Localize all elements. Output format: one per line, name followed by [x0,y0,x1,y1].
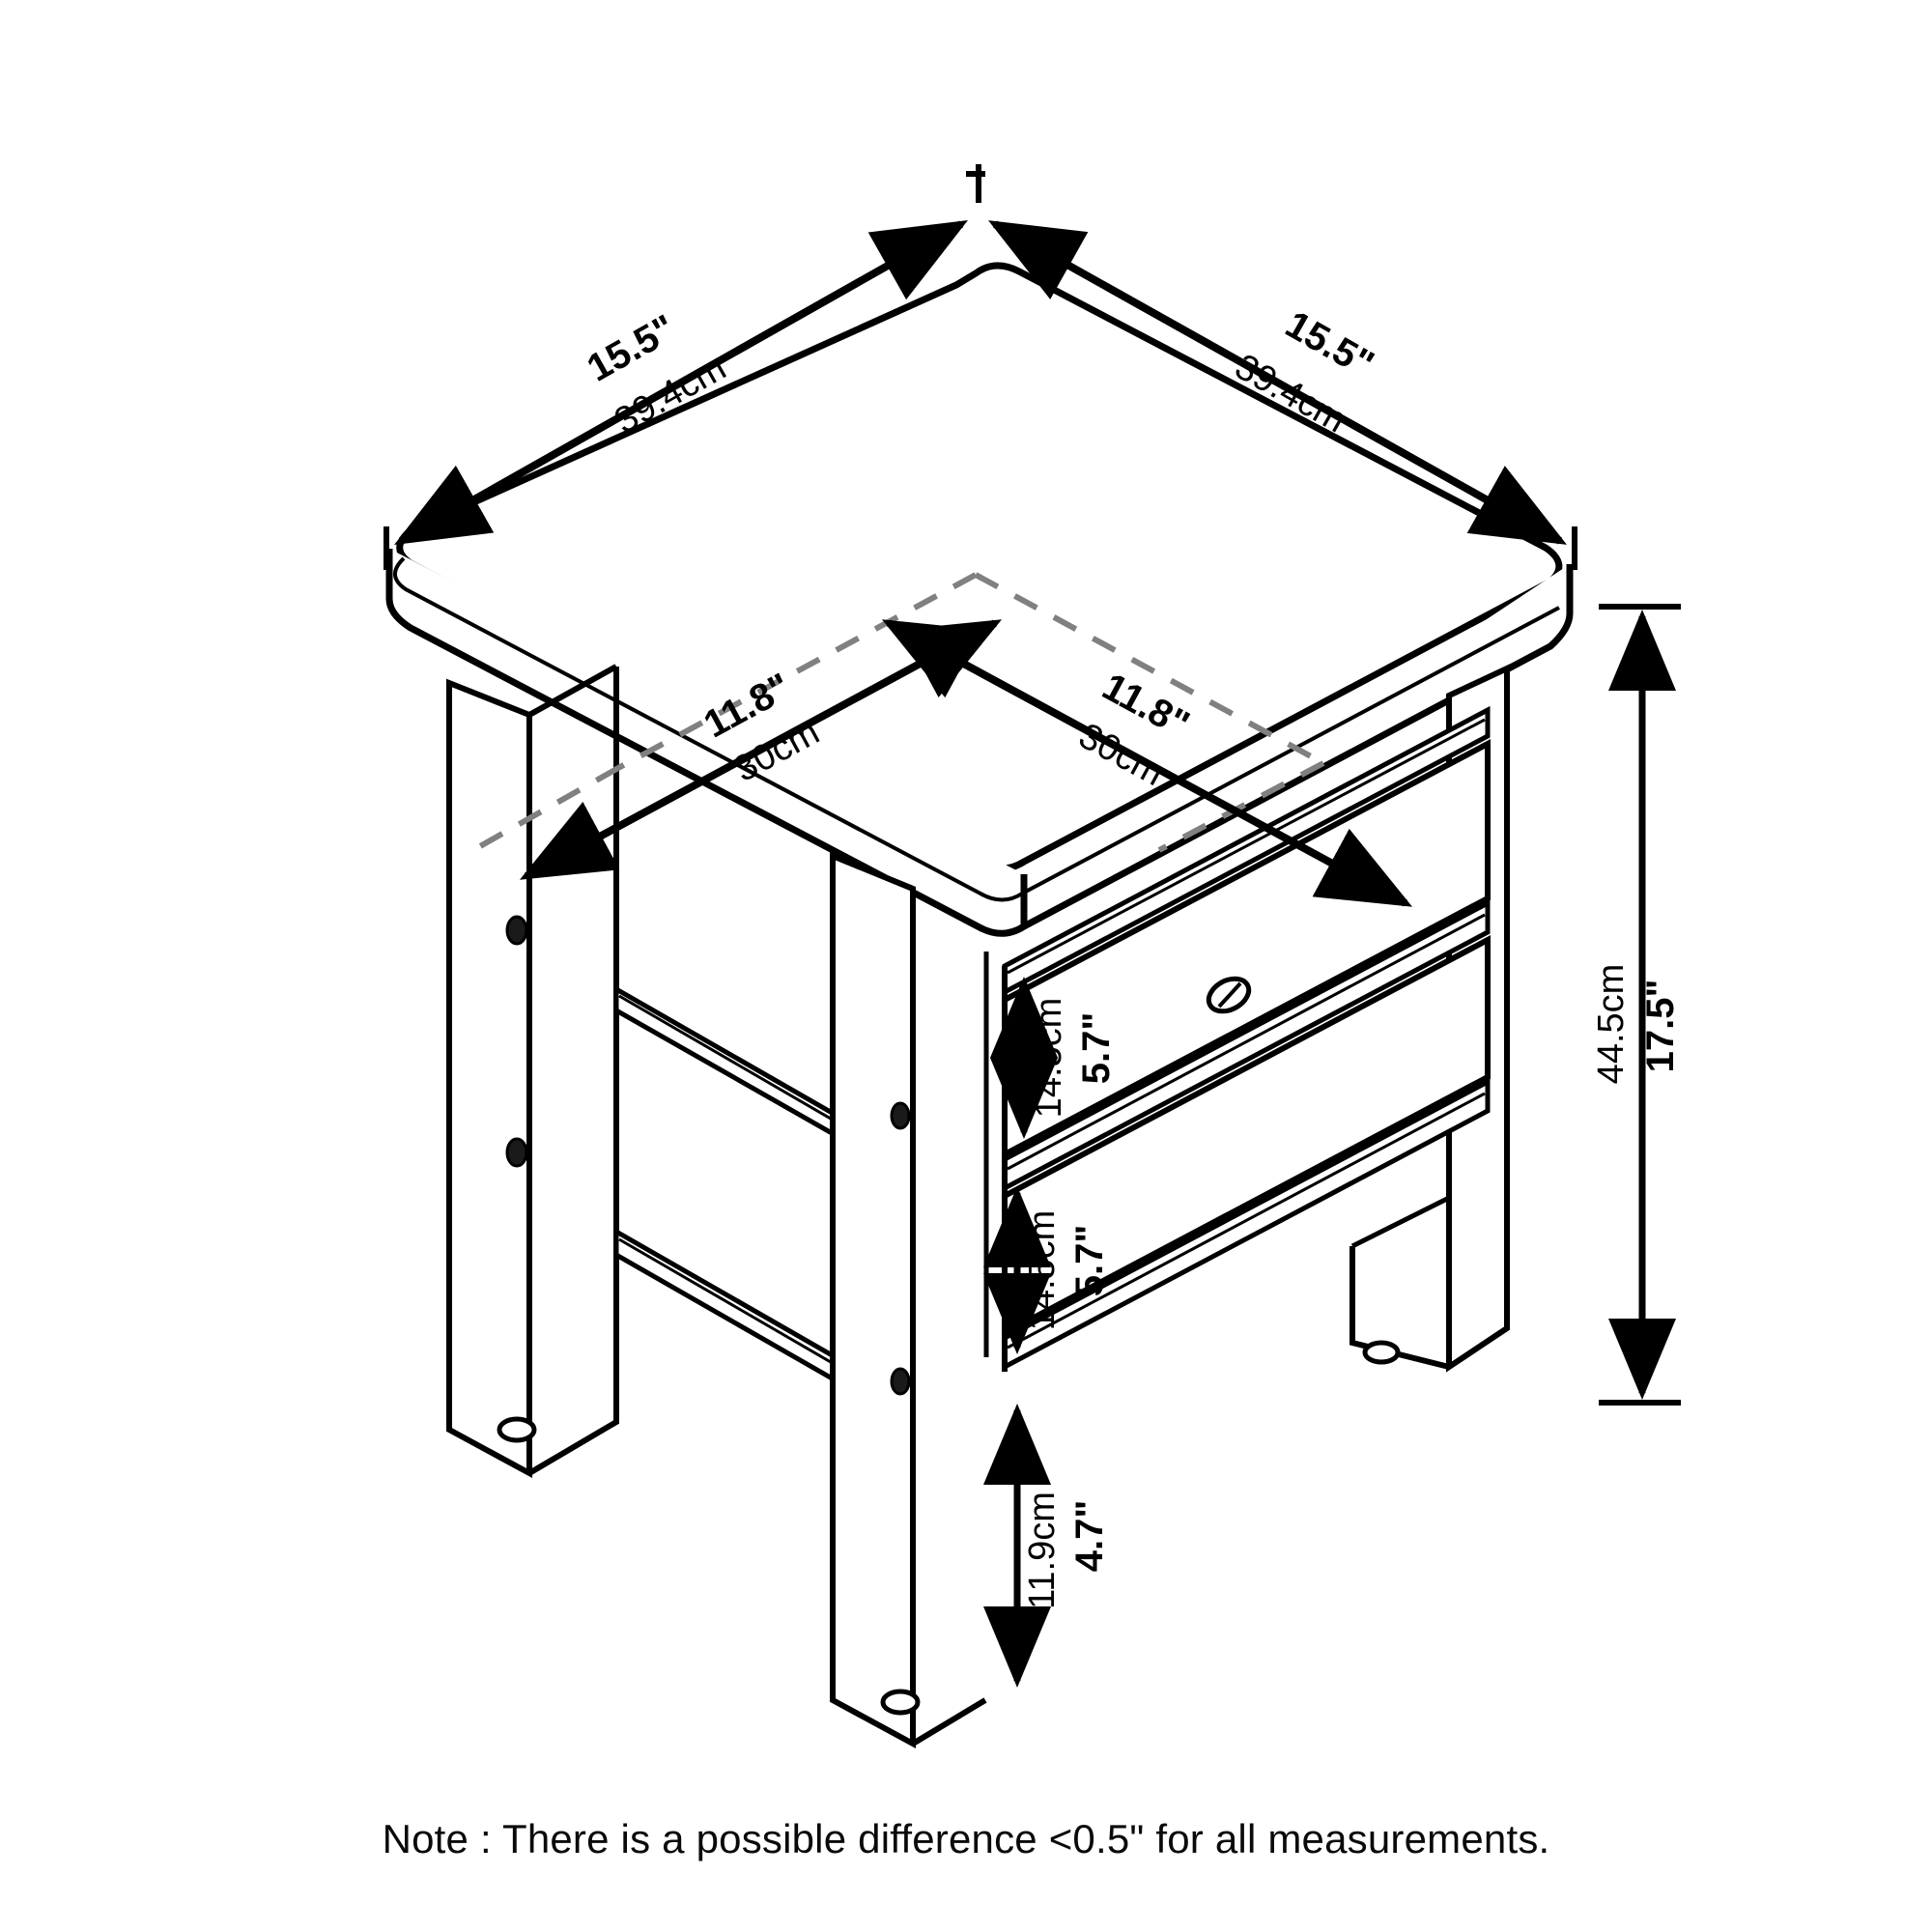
bottom-stretcher-rail-line [1007,1092,1486,1350]
dimension-arrow-inner-right [881,619,1413,907]
dimension-arrow-top-left [394,220,968,545]
screw-hole-front-left-upper [890,1101,911,1130]
leg-panel-right-front [1350,1246,1450,1370]
leg-panel-back-left [446,678,532,1479]
foot-glide-right [1362,1340,1401,1365]
screw-hole-back-left-lower [505,915,528,946]
dimension-top-left: 15.5" 39.4cm [384,164,985,570]
dimension-drawer-lower: 14.5cm 5.7" [983,1186,1111,1354]
dimension-overall-height: 44.5cm 17.5" [1591,604,1682,1406]
dimension-label-drawer-upper-metric: 14.5cm [1029,998,1069,1119]
screw-hole-front-left-lower [890,1367,911,1396]
drawer-bottom-rail-line [1007,913,1486,1171]
dimension-label-overall-height-metric: 44.5cm [1591,964,1632,1085]
dimension-label-overall-height-inches: 17.5" [1639,980,1682,1073]
dimension-label-drawer-lower-inches: 5.7" [1068,1225,1111,1297]
drawer-handle-icon[interactable] [1204,972,1255,1017]
dimension-label-drawer-lower-metric: 14.5cm [1022,1210,1063,1331]
screw-hole-back-left-upper [505,1137,528,1168]
table-body [446,664,1510,1749]
dimension-label-leg-clearance-metric: 11.9cm [1022,1492,1063,1609]
dimension-drawer-upper: 14.5cm 5.7" [990,977,1118,1139]
measurement-note: Note : There is a possible difference <0… [382,1816,1550,1861]
dimension-leg-clearance: 11.9cm 4.7" [983,1404,1111,1688]
leg-panel-back-left-side [527,667,619,1476]
dimension-label-leg-clearance-inches: 4.7" [1068,1500,1111,1573]
dimension-label-drawer-upper-inches: 5.7" [1075,1012,1118,1085]
leg-panel-front-left-bottom [911,1697,987,1747]
dimension-arrow-top-right [988,220,1567,545]
leg-panel-right-front-top [1350,1195,1451,1249]
leg-panel-front-left [830,851,916,1749]
foot-glide-back-left [497,1416,537,1443]
foot-glide-front-left [880,1689,921,1716]
